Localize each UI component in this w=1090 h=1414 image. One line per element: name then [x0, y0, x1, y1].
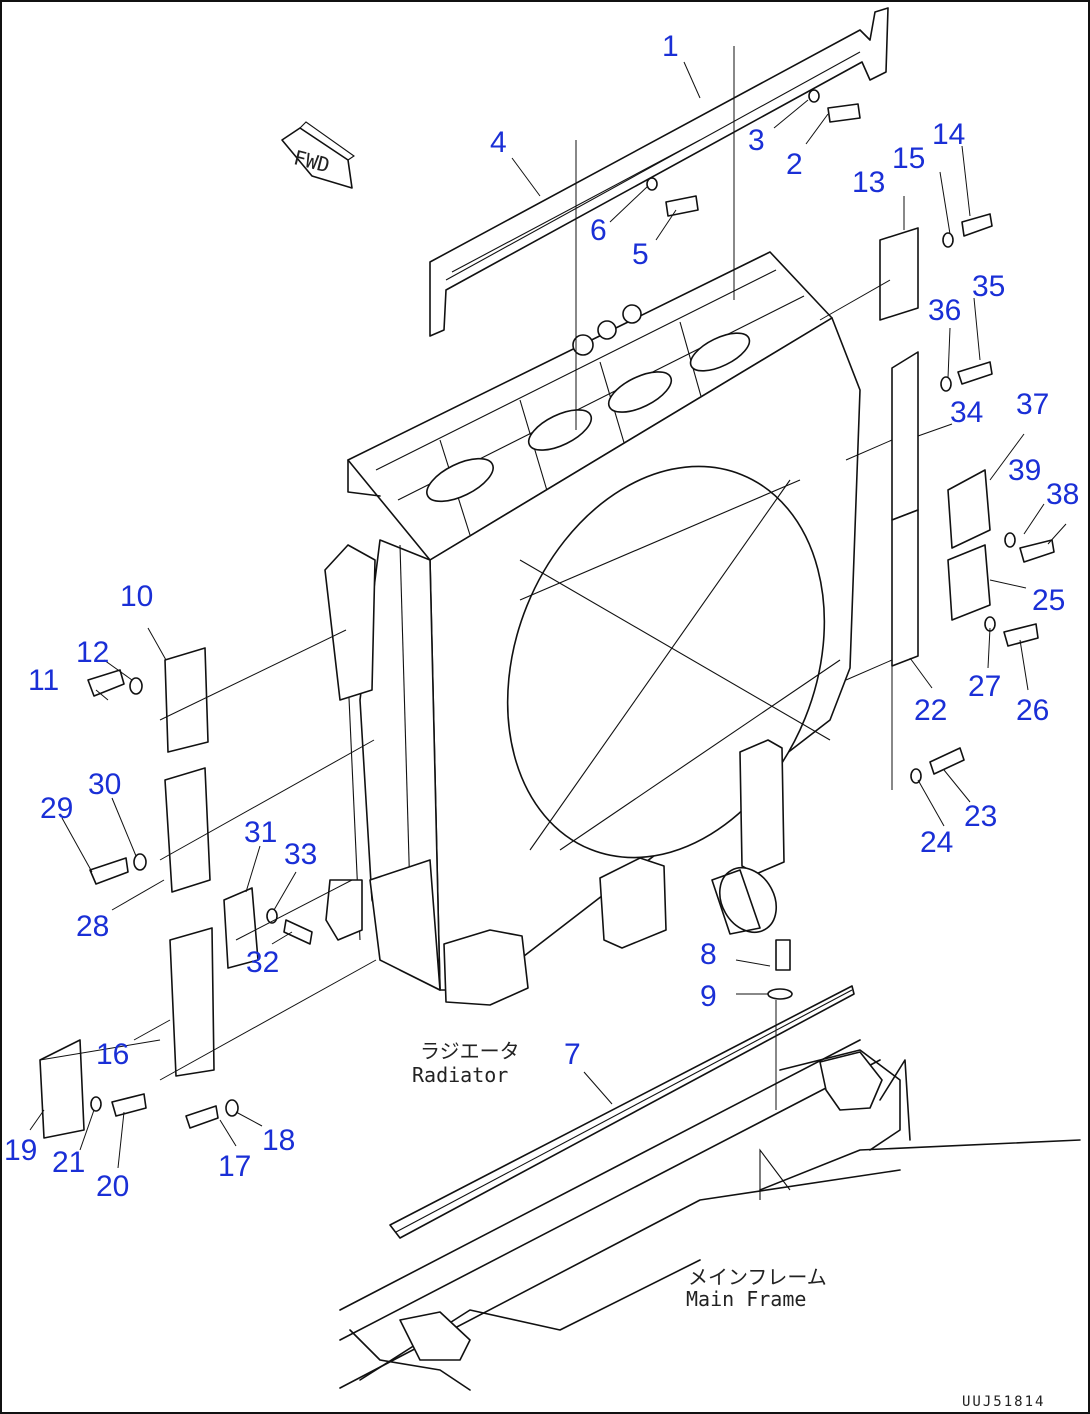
top-cover-plates [429, 7, 889, 337]
callout-8: 8 [700, 938, 717, 971]
callout-15: 15 [892, 142, 925, 175]
callout-28: 28 [76, 910, 109, 943]
callout-13: 13 [852, 166, 885, 199]
callout-17: 17 [218, 1150, 251, 1183]
callout-39: 39 [1008, 454, 1041, 487]
bottom-support-rail [389, 985, 855, 1239]
callout-12: 12 [76, 636, 109, 669]
callout-29: 29 [40, 792, 73, 825]
callout-37: 37 [1016, 388, 1049, 421]
callout-21: 21 [52, 1146, 85, 1179]
fwd-direction-tag: FWD [281, 121, 355, 189]
callout-19: 19 [4, 1134, 37, 1167]
callout-25: 25 [1032, 584, 1065, 617]
assembly-lines [39, 46, 893, 1110]
callout-2: 2 [786, 148, 803, 181]
radiator-label-jp: ラジエータ [420, 1039, 520, 1063]
callout-36: 36 [928, 294, 961, 327]
callout-4: 4 [490, 126, 507, 159]
callout-32: 32 [246, 946, 279, 979]
callout-leaders [29, 61, 1067, 1169]
callout-20: 20 [96, 1170, 129, 1203]
fwd-label: FWD [291, 145, 332, 177]
callout-34: 34 [950, 396, 983, 429]
callout-33: 33 [284, 838, 317, 871]
callout-3: 3 [748, 124, 765, 157]
callout-35: 35 [972, 270, 1005, 303]
callout-14: 14 [932, 118, 965, 151]
callout-10: 10 [120, 580, 153, 613]
callout-18: 18 [262, 1124, 295, 1157]
callout-30: 30 [88, 768, 121, 801]
callout-38: 38 [1046, 478, 1079, 511]
callout-31: 31 [244, 816, 277, 849]
main-frame [339, 1039, 1081, 1391]
callout-7: 7 [564, 1038, 581, 1071]
callout-6: 6 [590, 214, 607, 247]
callout-24: 24 [920, 826, 953, 859]
left-side-brackets [39, 647, 259, 1139]
drawing-code: UUJ51814 [962, 1394, 1045, 1410]
right-side-brackets [879, 227, 991, 667]
callout-23: 23 [964, 800, 997, 833]
callout-5: 5 [632, 238, 649, 271]
callout-26: 26 [1016, 694, 1049, 727]
callout-9: 9 [700, 980, 717, 1013]
callout-16: 16 [96, 1038, 129, 1071]
radiator-label-en: Radiator [412, 1063, 508, 1087]
fasteners [87, 89, 1055, 1129]
callout-11: 11 [28, 664, 59, 697]
callout-27: 27 [968, 670, 1001, 703]
main-frame-label-jp: メインフレーム [688, 1265, 827, 1289]
main-frame-label-en: Main Frame [686, 1287, 806, 1311]
callout-numbers: 1 2 3 4 5 6 7 8 9 10 11 12 13 14 15 16 1… [4, 30, 1079, 1203]
callout-22: 22 [914, 694, 947, 727]
radiator-assembly [324, 251, 861, 1006]
callout-1: 1 [662, 30, 679, 63]
